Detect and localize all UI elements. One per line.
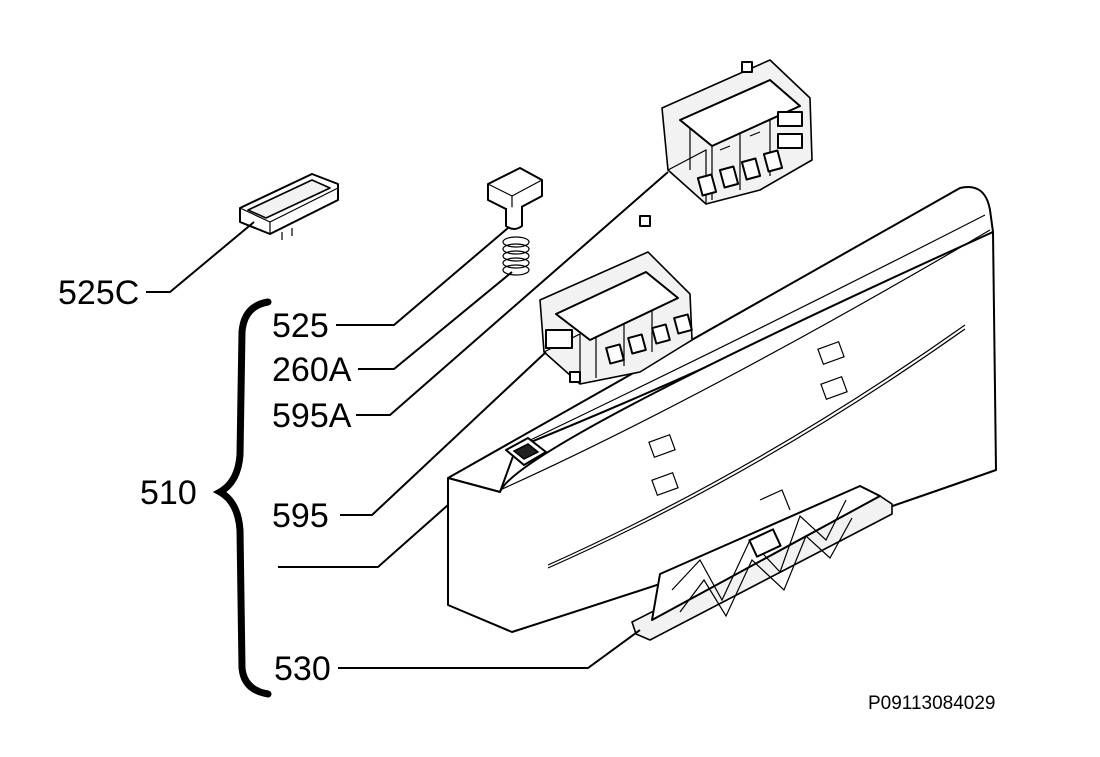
leader-525C	[146, 221, 255, 293]
diagram-code: P09113084029	[868, 693, 996, 714]
group-brace-510	[212, 298, 272, 698]
part-595A-button-module	[661, 59, 813, 205]
leader-260A	[358, 271, 513, 370]
leader-525	[336, 227, 509, 326]
part-525-button-cap	[487, 167, 543, 230]
callout-595: 595	[272, 497, 329, 535]
leader-lines	[146, 171, 669, 669]
callout-510: 510	[140, 474, 197, 512]
part-525C-cover	[239, 173, 339, 240]
callout-530: 530	[274, 650, 331, 688]
part-260A-spring	[502, 236, 530, 276]
callout-525: 525	[272, 307, 329, 345]
control-panel-housing	[447, 186, 997, 633]
part-595-button-module	[539, 215, 693, 385]
leader-530	[338, 629, 641, 669]
callout-525C: 525C	[58, 274, 139, 312]
leader-housing	[278, 504, 449, 568]
leader-595A	[356, 171, 669, 416]
callout-260A: 260A	[272, 351, 352, 389]
leader-595	[340, 351, 547, 516]
callout-595A: 595A	[272, 397, 352, 435]
